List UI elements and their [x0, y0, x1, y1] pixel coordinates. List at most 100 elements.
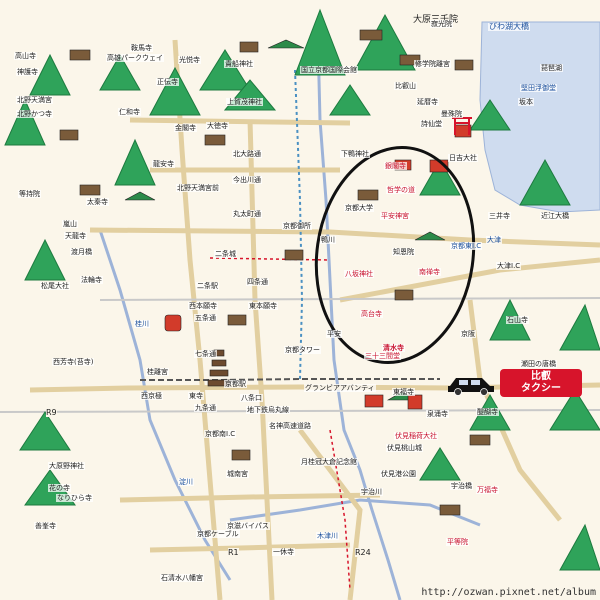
- route-r1-label: R1: [228, 548, 239, 557]
- place-label: 木津川: [316, 532, 339, 540]
- place-label: 東寺: [188, 392, 204, 400]
- place-label: 渡月橋: [70, 248, 93, 256]
- place-label: 知恩院: [392, 248, 415, 256]
- place-label: 仁和寺: [118, 108, 141, 116]
- place-label: 万福寺: [476, 486, 499, 494]
- place-label: 西芳寺(苔寺): [52, 358, 95, 366]
- place-label: 銀閣寺: [384, 162, 407, 170]
- place-label: 貴船神社: [224, 60, 254, 68]
- place-label: 宇治川: [360, 488, 383, 496]
- place-label: 今出川通: [232, 176, 262, 184]
- place-label: 京都タワー: [284, 346, 321, 354]
- place-label: 天龍寺: [64, 232, 87, 240]
- place-label: 三井寺: [488, 212, 511, 220]
- place-label: 平安神宮: [380, 212, 410, 220]
- place-label: 高台寺: [360, 310, 383, 318]
- place-label: 東本願寺: [248, 302, 278, 310]
- pagoda-icon: [207, 349, 231, 387]
- place-label: 光悦寺: [178, 56, 201, 64]
- place-label: 金閣寺: [174, 124, 197, 132]
- place-label: 大津: [486, 236, 502, 244]
- place-label: 延暦寺: [416, 98, 439, 106]
- route-r9-label: R9: [46, 408, 57, 417]
- place-label: 神護寺: [16, 68, 39, 76]
- place-label: 龍安寺: [152, 160, 175, 168]
- place-label: 五条通: [194, 314, 217, 322]
- footer-url[interactable]: http://ozwan.pixnet.net/album: [421, 587, 596, 598]
- place-label: 等持院: [18, 190, 41, 198]
- place-label: 北野天満宮前: [176, 184, 220, 192]
- place-label: 嵐山: [62, 220, 78, 228]
- place-label: 哲学の道: [386, 186, 416, 194]
- place-label: 宇治橋: [450, 482, 473, 490]
- place-label: 月桂冠大倉記念館: [300, 458, 358, 466]
- place-label: 東福寺: [392, 388, 415, 396]
- place-label: 一休寺: [272, 548, 295, 556]
- place-label: 四条通: [246, 278, 269, 286]
- place-label: 九条通: [194, 404, 217, 412]
- place-label: 瀬田の唐橋: [520, 360, 557, 368]
- place-label: 清水寺: [382, 344, 405, 352]
- place-label: 大原野神社: [48, 462, 85, 470]
- place-label: 丸太町通: [232, 210, 262, 218]
- highlight-circle: [314, 146, 476, 364]
- place-label: 寂光院: [430, 20, 453, 28]
- place-label: 泉涌寺: [426, 410, 449, 418]
- place-label: 南禅寺: [418, 268, 441, 276]
- taxi-icon: [448, 378, 494, 396]
- place-label: 名神高速道路: [268, 422, 312, 430]
- place-label: 大徳寺: [206, 122, 229, 130]
- temple-icons: [59, 29, 491, 516]
- place-label: 伏見港公園: [380, 470, 417, 478]
- place-label: 八条口: [240, 394, 263, 402]
- route-r24-label: R24: [355, 548, 371, 557]
- place-label: 曼殊院: [440, 110, 463, 118]
- place-label: グランビアアバンティ: [304, 384, 376, 392]
- place-label: 石清水八幡宮: [160, 574, 204, 582]
- place-label: 鴨川: [320, 236, 336, 244]
- place-label: 北大路通: [232, 150, 262, 158]
- katsura-river: [98, 229, 232, 581]
- place-label: 松尾大社: [40, 282, 70, 290]
- place-label: 国立京都国際会館: [300, 66, 358, 74]
- place-label: 鞍馬寺: [130, 44, 153, 52]
- place-label: 地下鉄烏丸線: [246, 406, 290, 414]
- place-label: 二条駅: [196, 282, 219, 290]
- badge-line2: タクシー: [521, 383, 561, 394]
- place-label: 法輪寺: [80, 276, 103, 284]
- place-label: 七条通: [194, 350, 217, 358]
- place-label: 京都ケーブル: [196, 530, 240, 538]
- place-label: 京都駅: [224, 380, 247, 388]
- place-label: 伏見桃山城: [386, 444, 423, 452]
- badge-line1: 比叡: [531, 371, 551, 382]
- lake-bridge-label: びわ湖大橋: [488, 22, 530, 31]
- place-label: 伏見稲荷大社: [394, 432, 438, 440]
- place-label: 大津I.C: [496, 262, 522, 270]
- place-label: 京都御所: [282, 222, 312, 230]
- place-label: 高山寺: [14, 52, 37, 60]
- place-label: 堅田浮御堂: [520, 84, 557, 92]
- place-label: 花の寺: [48, 484, 71, 492]
- place-label: 京滋バイパス: [226, 522, 270, 530]
- place-label: 修学院離宮: [414, 60, 451, 68]
- place-label: 京都大学: [344, 204, 374, 212]
- place-label: 石山寺: [506, 316, 529, 324]
- place-label: 詩仙堂: [420, 120, 443, 128]
- place-label: 近江大橋: [540, 212, 570, 220]
- place-label: 京都東I.C: [450, 242, 483, 250]
- hiei-taxi-badge: 比叡 タクシー: [500, 369, 582, 397]
- place-label: 日吉大社: [448, 154, 478, 162]
- place-label: 京都南I.C: [204, 430, 237, 438]
- place-label: 比叡山: [394, 82, 417, 90]
- place-label: 北野かつ寺: [16, 110, 53, 118]
- place-label: 二条城: [214, 250, 237, 258]
- place-label: なりひら寺: [56, 494, 93, 502]
- place-label: 善峯寺: [34, 522, 57, 530]
- kamo-river: [316, 39, 402, 600]
- place-label: 城南宮: [226, 470, 249, 478]
- place-label: 淀川: [178, 478, 194, 486]
- place-label: 平等院: [446, 538, 469, 546]
- place-label: 三十三間堂: [364, 352, 401, 360]
